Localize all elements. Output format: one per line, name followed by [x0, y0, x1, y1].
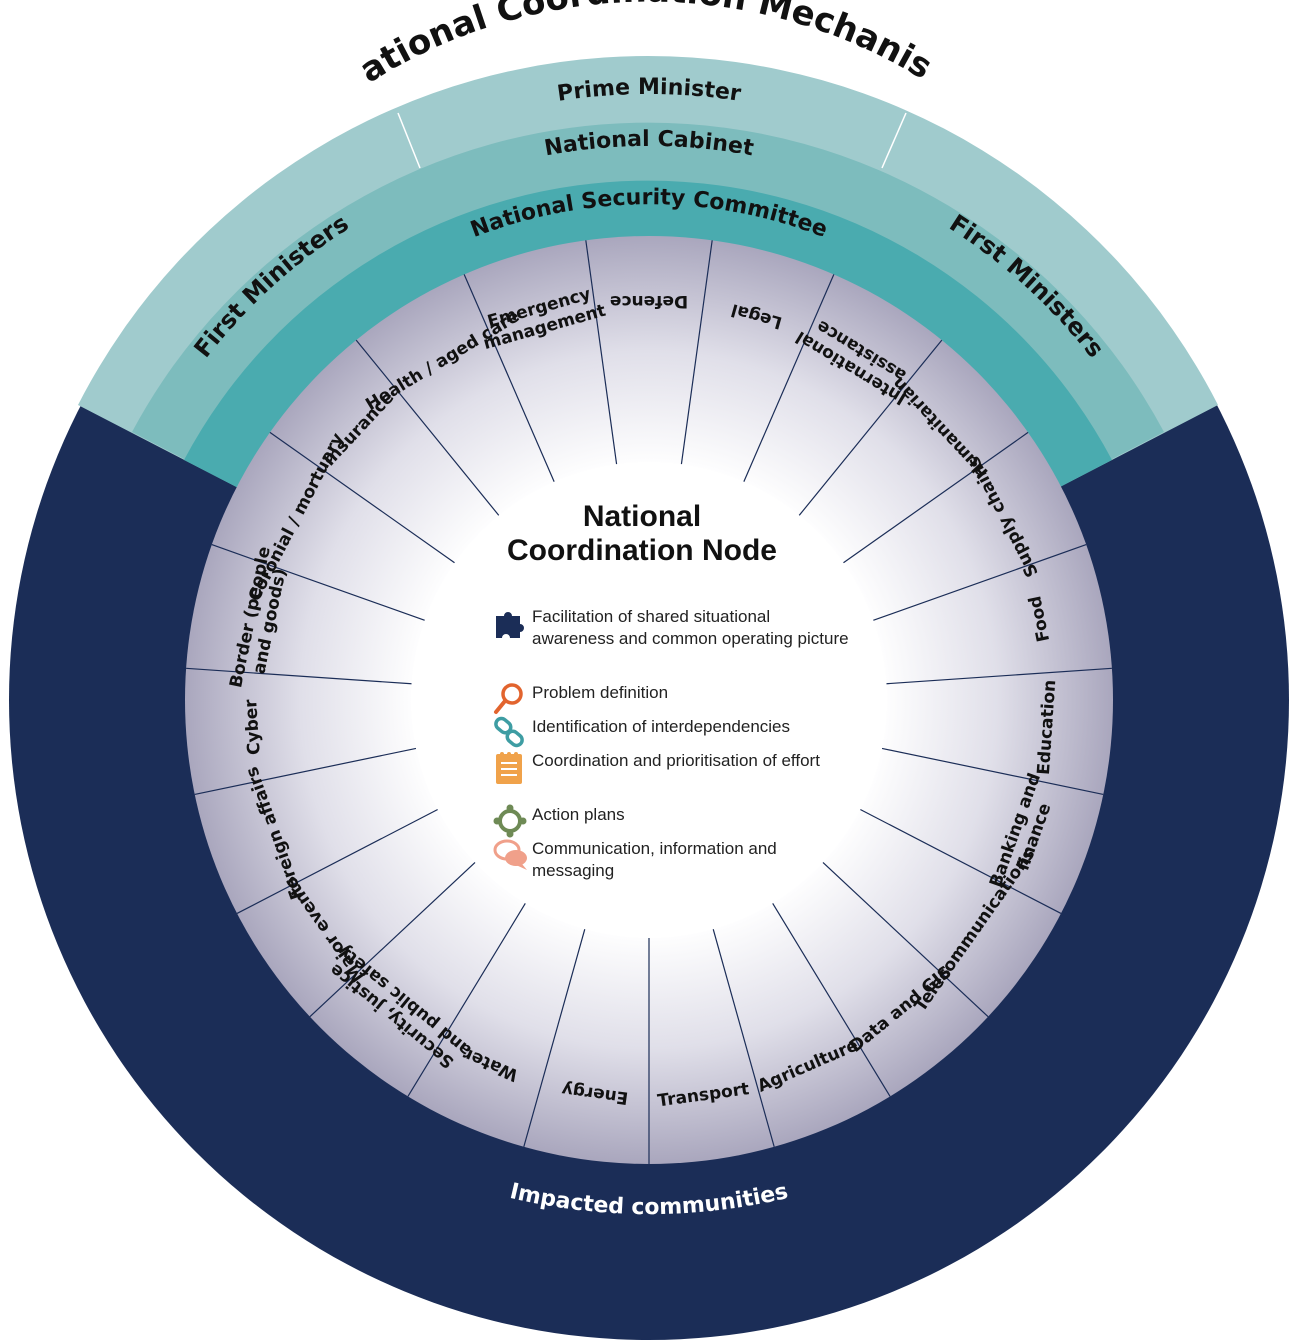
sector-divider — [269, 431, 455, 564]
sector-divider — [680, 240, 713, 465]
sector-divider — [873, 544, 1087, 621]
chain-link-icon — [492, 716, 532, 748]
sector-divider — [843, 431, 1029, 564]
sector-divider — [712, 929, 775, 1147]
sector-divider — [886, 667, 1112, 685]
sector-divider — [186, 667, 412, 685]
coordination-node-panel: National Coordination Node Facilitation … — [470, 500, 870, 900]
sector-divider — [772, 903, 891, 1097]
node-item-text: Identification of interdependencies — [532, 717, 791, 736]
node-item-text: Communication, information and messaging — [532, 839, 777, 880]
sector-divider — [309, 862, 476, 1018]
node-title: National Coordination Node — [462, 500, 822, 568]
sector-divider — [798, 339, 943, 516]
sector-divider — [881, 747, 1104, 795]
coordination-node-center — [411, 462, 887, 938]
sector-divider — [194, 747, 417, 795]
node-title-line-1: National — [582, 500, 702, 533]
sector-label: Defence — [610, 291, 688, 311]
sector-divider — [355, 339, 500, 516]
node-item-text: Action plans — [532, 805, 625, 824]
node-item-situational-awareness: Facilitation of shared situational aware… — [492, 606, 872, 650]
ring-divider-left — [397, 112, 421, 169]
sector-divider — [585, 240, 618, 465]
magnifier-icon — [492, 682, 532, 714]
node-item-interdependencies: Identification of interdependencies — [492, 716, 872, 748]
node-item-text: Facilitation of shared situational aware… — [532, 607, 849, 648]
speech-bubbles-icon — [492, 838, 532, 870]
puzzle-icon — [492, 606, 532, 638]
crosshair-icon — [492, 804, 532, 838]
node-title-line-2: Coordination Node — [507, 534, 777, 567]
node-item-problem-definition: Problem definition — [492, 682, 872, 714]
sector-divider — [236, 808, 438, 915]
node-item-communication: Communication, information and messaging — [492, 838, 872, 882]
node-item-coordination: Coordination and prioritisation of effor… — [492, 750, 872, 784]
node-item-text: Problem definition — [532, 683, 669, 702]
sector-label: Cyber — [241, 698, 265, 755]
sector-divider — [407, 903, 526, 1097]
node-item-action-plans: Action plans — [492, 804, 872, 838]
ring-divider-right — [881, 112, 907, 169]
sector-divider — [211, 544, 425, 621]
sector-dividers — [186, 240, 1112, 1164]
sector-divider — [822, 862, 989, 1018]
sector-divider — [860, 808, 1062, 915]
sector-divider — [743, 274, 835, 482]
sector-divider — [523, 929, 586, 1147]
node-item-text: Coordination and prioritisation of effor… — [532, 751, 820, 770]
notepad-icon — [492, 750, 532, 784]
sector-divider — [463, 274, 555, 482]
